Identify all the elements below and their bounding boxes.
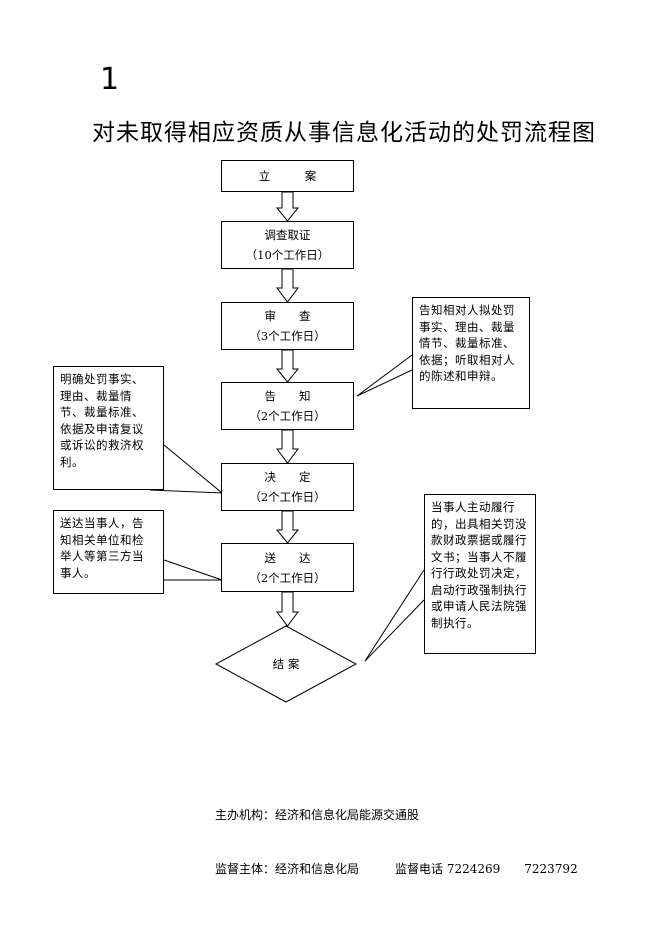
note-line: 知相关单位和检 [60,532,144,547]
arrow-5 [275,510,300,544]
note-execute: 当事人主动履行 的，出具相关罚没 款财政票据或履行 文书；当事人不履 行行政处罚… [424,494,536,654]
step-decide: 决 定 （2个工作日） [221,463,354,511]
note-line: 情节、裁量标准、 [419,336,515,350]
note-line: 款财政票据或履行 [431,533,527,547]
note-line: 利。 [60,454,84,469]
note-line: 节、裁量标准、 [60,405,144,419]
arrow-1 [275,191,300,222]
step-label: 立 案 [258,169,317,183]
page-number: 1 [100,62,120,97]
arrow-2 [276,268,299,303]
step-duration: （10个工作日） [245,248,330,262]
step-duration: （2个工作日） [249,490,326,504]
callout-notify-right [356,354,413,397]
note-line: 文书；当事人不履 [431,549,527,564]
note-line: 制执行。 [431,615,479,630]
step-duration: （3个工作日） [249,329,326,343]
end-diamond [214,625,358,703]
note-line: 事人。 [60,565,96,580]
note-decision: 明确处罚事实、 理由、裁量情 节、裁量标准、 依据及申请复议 或诉讼的救济权 利… [53,366,164,490]
end-label: 结 案 [272,657,300,671]
note-line: 依据；听取相对人 [419,352,515,367]
note-line: 行行政处罚决定， [431,566,527,580]
arrow-4 [276,429,299,464]
step-file-case: 立 案 [221,160,354,192]
step-investigate: 调查取证 （10个工作日） [221,221,354,269]
note-line: 启动行政强制执行 [431,582,527,597]
step-label: 决 定 [264,470,311,484]
note-line: 事实、理由、裁量 [419,319,515,334]
callout-execute-right [364,569,425,662]
note-line: 的陈述和申辩。 [419,369,503,383]
arrow-3 [275,349,300,383]
footer-supervisor: 监督主体：经济和信息化局 监督电话 7224269 7223792 [215,862,578,876]
step-deliver: 送 达 （2个工作日） [221,543,354,592]
footer-organizer: 主办机构：经济和信息化局能源交通股 [215,808,420,822]
footer: 主办机构：经济和信息化局能源交通股 监督主体：经济和信息化局 监督电话 7224… [215,770,578,896]
note-notify: 告知相对人拟处罚 事实、理由、裁量 情节、裁量标准、 依据；听取相对人 的陈述和… [412,297,530,409]
step-review: 审 查 （3个工作日） [221,302,354,350]
note-line: 明确处罚事实、 [60,372,144,386]
note-line: 依据及申请复议 [60,421,144,436]
note-line: 的，出具相关罚没 [431,516,527,531]
step-label: 调查取证 [264,228,311,242]
arrow-6 [276,591,299,627]
note-deliver: 送达当事人，告 知相关单位和检 举人等第三方当 事人。 [53,510,164,594]
step-label: 送 达 [264,550,311,565]
step-duration: （2个工作日） [249,409,326,423]
page-title: 对未取得相应资质从事信息化活动的处罚流程图 [92,120,596,146]
step-duration: （2个工作日） [249,570,326,585]
note-line: 举人等第三方当 [60,549,144,563]
note-line: 告知相对人拟处罚 [419,303,515,317]
note-line: 送达当事人，告 [60,516,144,530]
note-line: 或申请人民法院强 [431,599,527,613]
step-label: 审 查 [264,309,311,323]
note-line: 当事人主动履行 [431,500,515,514]
note-line: 或诉讼的救济权 [60,438,144,452]
step-notify: 告 知 （2个工作日） [221,382,354,430]
note-line: 理由、裁量情 [60,388,132,403]
step-label: 告 知 [264,389,311,403]
